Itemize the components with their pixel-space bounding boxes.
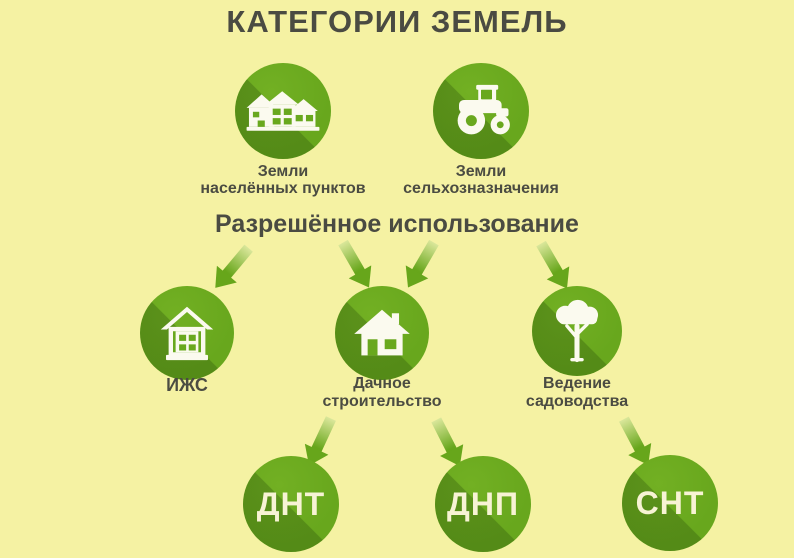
tree-icon bbox=[555, 299, 599, 363]
arrow-to-dnp bbox=[425, 414, 472, 472]
izhs-circle bbox=[140, 286, 234, 380]
house-outline-icon bbox=[160, 306, 214, 361]
agricultural-lands-circle bbox=[433, 63, 529, 159]
dnp-label: ДНП bbox=[447, 485, 519, 522]
arrow-to-dacha-left bbox=[332, 236, 381, 294]
snt-label: СНТ bbox=[635, 484, 705, 521]
snt-circle: СНТ bbox=[622, 455, 718, 551]
tractor-icon bbox=[457, 84, 510, 135]
arrow-to-gardening bbox=[530, 237, 579, 295]
arrow-to-izhs bbox=[205, 240, 258, 297]
settlement-lands-circle bbox=[235, 63, 331, 159]
houses-icon bbox=[246, 91, 320, 131]
arrow-to-snt bbox=[612, 413, 659, 471]
gardening-circle bbox=[532, 286, 622, 376]
house-solid-icon bbox=[354, 309, 410, 356]
dnp-circle: ДНП bbox=[435, 456, 531, 552]
arrow-to-dacha-right bbox=[397, 236, 446, 294]
page-title: КАТЕГОРИИ ЗЕМЕЛЬ bbox=[226, 4, 568, 39]
agricultural-lands-label: Земли сельхозназначения bbox=[403, 163, 559, 197]
izhs-label: ИЖС bbox=[166, 375, 208, 395]
dnt-circle: ДНТ bbox=[243, 456, 339, 552]
dnt-label: ДНТ bbox=[256, 485, 326, 522]
dacha-construction-label: Дачное строительство bbox=[322, 375, 442, 410]
settlement-lands-label: Земли населённых пунктов bbox=[200, 163, 366, 197]
gardening-label: Ведение садоводства bbox=[525, 375, 629, 410]
permitted-use-subtitle: Разрешённое использование bbox=[215, 210, 579, 238]
dacha-construction-circle bbox=[335, 286, 429, 380]
